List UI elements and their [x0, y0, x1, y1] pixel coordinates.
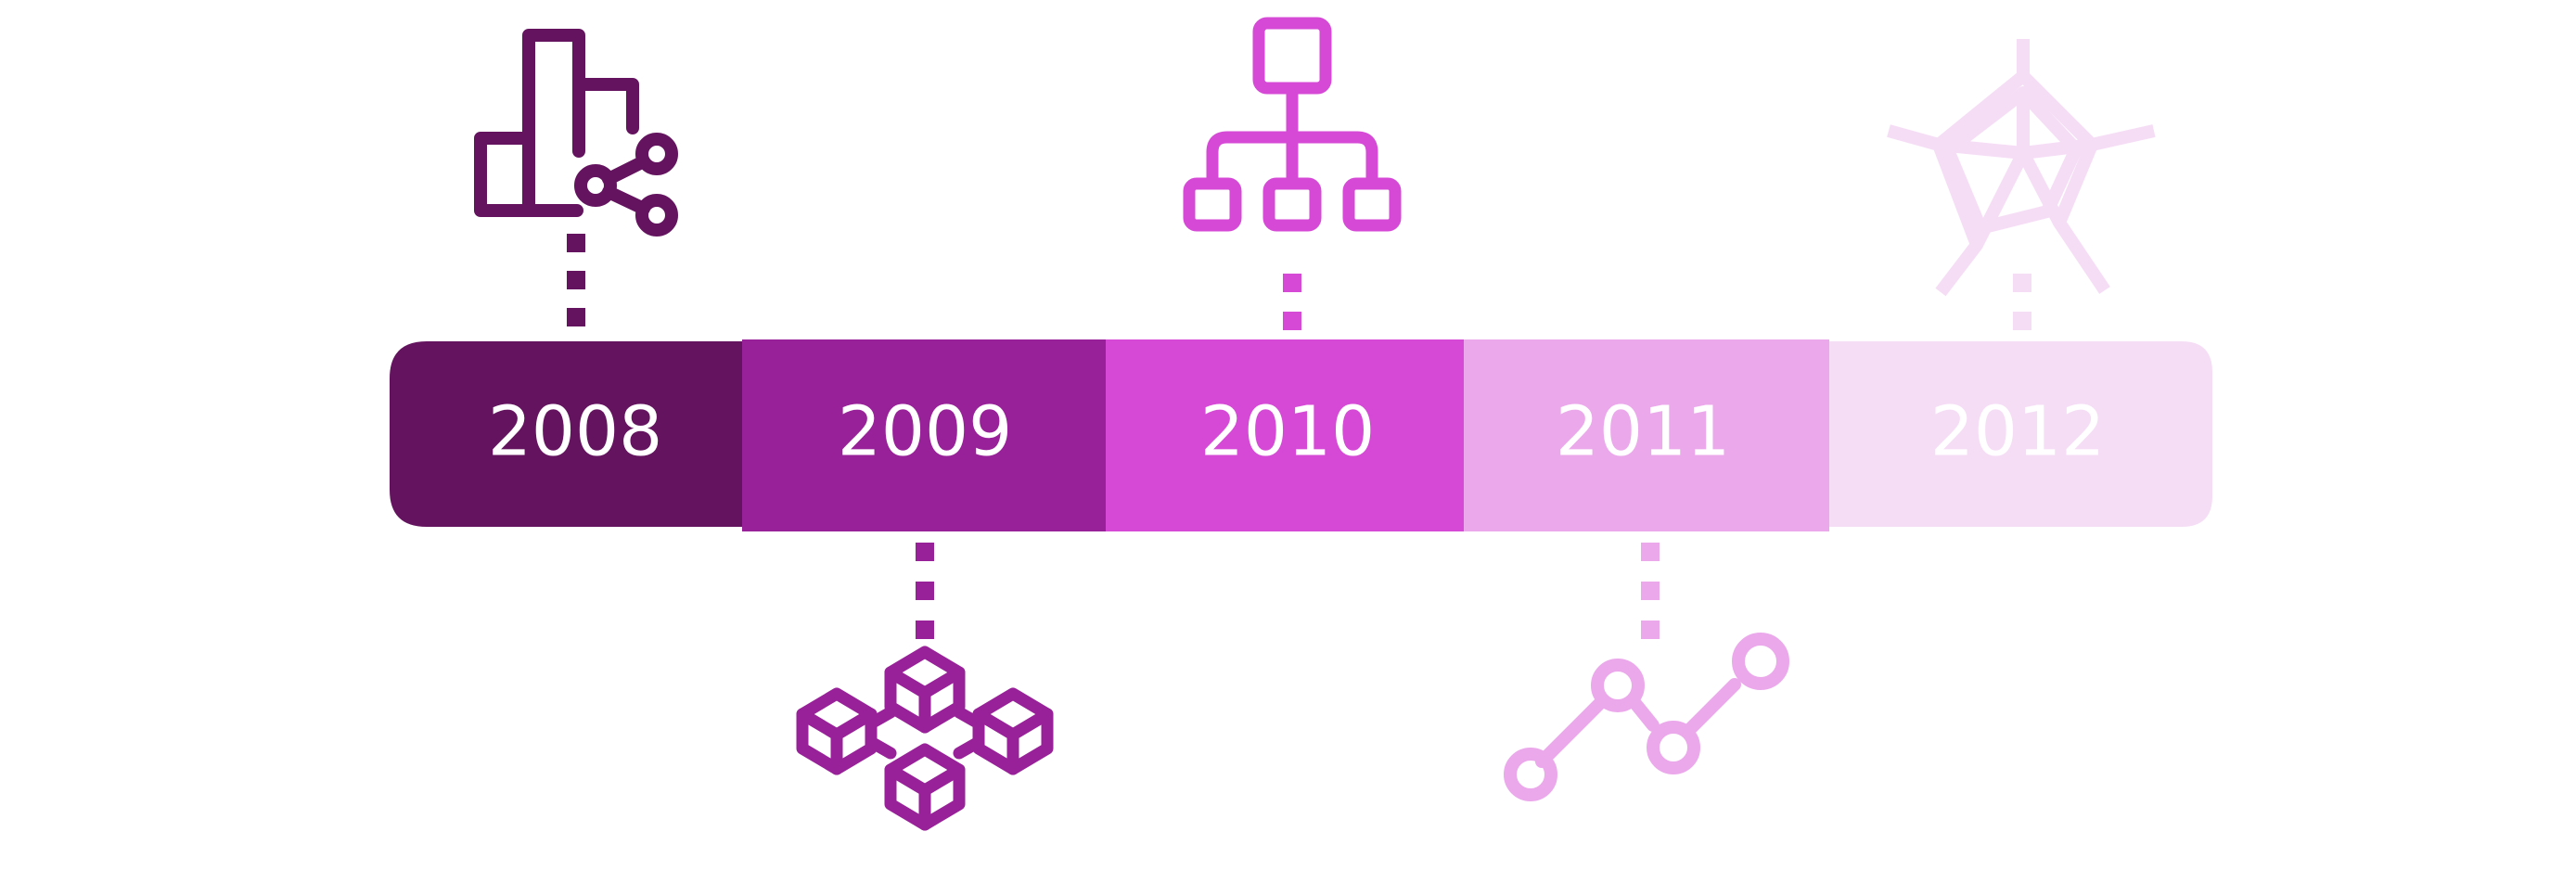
line-graph-nodes-icon	[1504, 633, 1789, 801]
timeline-segment-2010: 2010	[1106, 17, 1464, 531]
year-label-2009: 2009	[838, 392, 1012, 472]
connector-2008	[567, 234, 585, 326]
segment-bar-2008	[390, 341, 742, 527]
year-label-2011: 2011	[1556, 392, 1730, 472]
segment-bar-2010	[1106, 339, 1464, 531]
segment-bar-2011	[1464, 339, 1829, 531]
connector-2011	[1641, 543, 1660, 639]
segment-bar-2009	[742, 339, 1106, 531]
timeline-segment-2009: 2009	[742, 339, 1106, 831]
year-label-2008: 2008	[488, 392, 662, 472]
radar-chart-icon	[1887, 39, 2156, 297]
connector-2012	[2013, 274, 2031, 330]
connector-2010	[1283, 274, 1301, 330]
connector-2009	[916, 543, 934, 639]
year-label-2012: 2012	[1930, 392, 2105, 472]
timeline-segment-2008: 2008	[390, 29, 742, 527]
segment-bar-2012	[1829, 341, 2212, 527]
timeline-segment-2011: 2011	[1464, 339, 1829, 801]
blockchain-cubes-icon	[796, 646, 1054, 831]
bar-chart-share-icon	[474, 29, 678, 237]
year-label-2010: 2010	[1200, 392, 1375, 472]
hierarchy-org-chart-icon	[1183, 17, 1402, 232]
timeline-segment-2012: 2012	[1829, 39, 2212, 527]
